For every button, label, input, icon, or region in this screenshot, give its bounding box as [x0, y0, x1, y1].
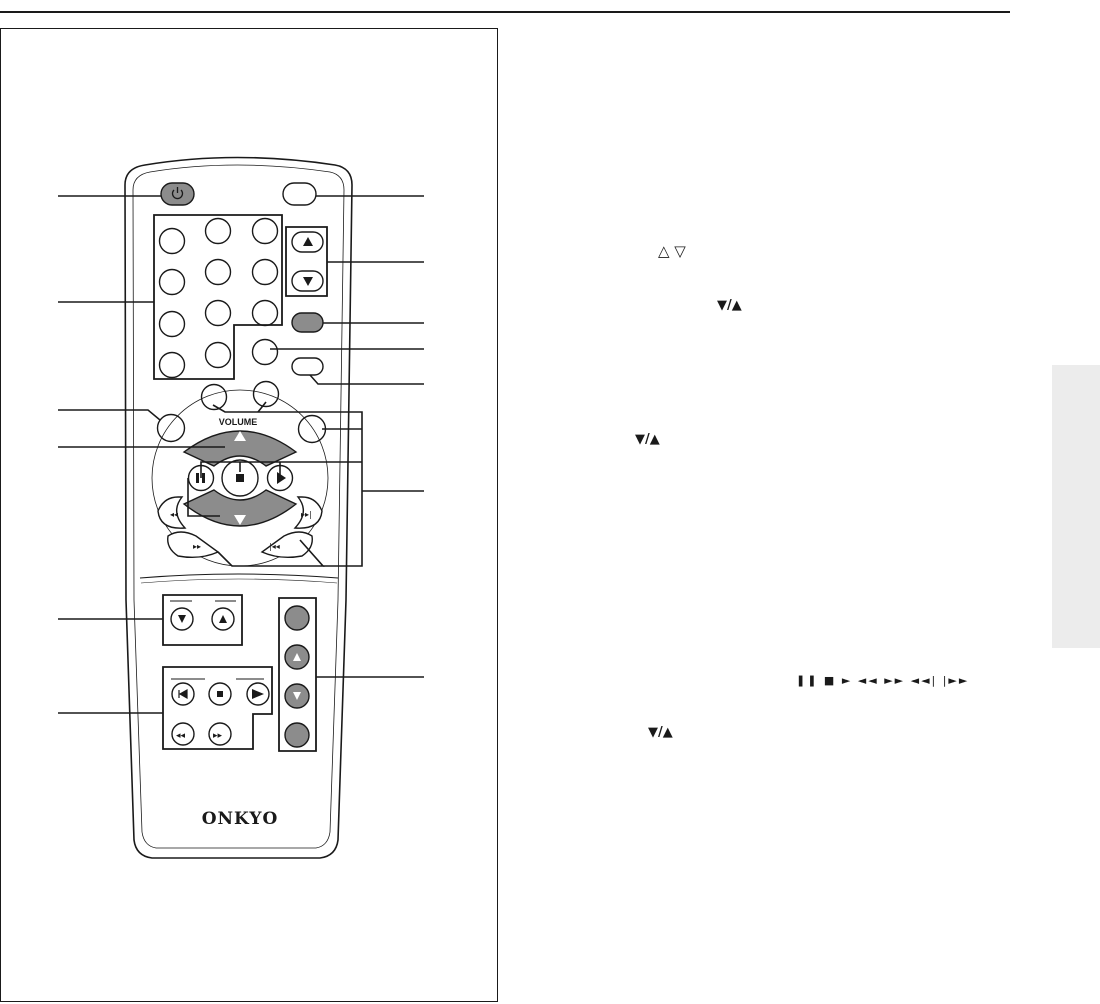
- remote-section-divider: [139, 573, 339, 579]
- right-column-down-button[interactable]: [284, 683, 310, 709]
- left-callouts: [58, 195, 225, 714]
- up-down-bracket: [285, 226, 328, 297]
- brand-logo: ONKYO: [202, 809, 279, 829]
- volume-up-arrow-icon: [234, 431, 246, 441]
- next-track-button[interactable]: ▸▸|: [293, 496, 323, 529]
- top-right-button[interactable]: [282, 182, 317, 206]
- number-pad-button[interactable]: [158, 268, 186, 296]
- up-arrow-icon: [303, 237, 313, 246]
- right-column-button-1[interactable]: [284, 605, 310, 631]
- left-side-button[interactable]: [156, 413, 186, 443]
- number-pad-button[interactable]: [251, 299, 279, 327]
- number-pad-button[interactable]: [204, 217, 232, 245]
- up-arrow-icon: [219, 615, 227, 623]
- fast-forward-icon: ▸▸: [213, 731, 223, 741]
- lower-up-button[interactable]: [211, 607, 235, 631]
- volume-down-arrow-icon: [234, 515, 246, 525]
- number-pad-button[interactable]: [204, 341, 232, 369]
- deck-play-button[interactable]: [246, 682, 270, 706]
- deck-bracket: [162, 666, 273, 750]
- next-track-icon: ▸▸|: [301, 510, 312, 519]
- down-arrow-icon: [303, 277, 313, 286]
- fast-forward-button[interactable]: ▸▸: [167, 531, 220, 559]
- rewind-button[interactable]: ◂◂: [157, 496, 187, 529]
- upper-left-ring-button[interactable]: [200, 383, 228, 411]
- callout-left-side-button: [58, 409, 161, 421]
- power-icon: [171, 187, 184, 200]
- remote-body-inner-outline: [132, 164, 345, 849]
- transport-bracket: [200, 461, 362, 478]
- right-column-button-4[interactable]: [284, 722, 310, 748]
- remote-section-divider-2: [140, 578, 338, 584]
- number-pad-bracket: [153, 214, 283, 380]
- lower-down-button[interactable]: [170, 607, 194, 631]
- previous-track-icon: |◂◂: [269, 542, 280, 551]
- deck-stop-button[interactable]: [208, 682, 232, 706]
- header-rule: [0, 11, 1010, 13]
- number-pad-button[interactable]: [251, 258, 279, 286]
- rewind-icon: ◂◂: [176, 731, 186, 741]
- deck-rewind-button[interactable]: ◂◂: [171, 722, 195, 746]
- up-arrow-icon: [293, 653, 301, 661]
- lower-updown-bracket: [162, 594, 243, 646]
- section-side-tab: [1052, 365, 1100, 648]
- small-pill-button[interactable]: [291, 357, 324, 376]
- number-pad-button[interactable]: [204, 258, 232, 286]
- down-up-arrows-icon: ▼/▲: [635, 432, 660, 447]
- round-button[interactable]: [251, 338, 279, 366]
- volume-down-button[interactable]: [182, 489, 298, 527]
- channel-up-button[interactable]: [291, 231, 324, 253]
- number-pad-button[interactable]: [158, 227, 186, 255]
- rewind-icon: ◂◂: [170, 510, 178, 519]
- deck-reverse-play-button[interactable]: [171, 682, 195, 706]
- reverse-play-icon: [178, 688, 188, 700]
- volume-label: VOLUME: [219, 417, 258, 427]
- number-pad-button[interactable]: [158, 351, 186, 379]
- previous-track-button[interactable]: |◂◂: [260, 531, 313, 559]
- play-icon: [252, 689, 264, 699]
- grey-pill-button[interactable]: [291, 312, 324, 333]
- number-pad: [158, 217, 279, 379]
- deck-fast-forward-button[interactable]: ▸▸: [208, 722, 232, 746]
- down-arrow-icon: [293, 692, 301, 700]
- number-pad-button[interactable]: [204, 299, 232, 327]
- callout-small-pill: [309, 374, 424, 385]
- down-up-arrows-icon: ▼/▲: [717, 298, 742, 313]
- up-down-triangle-icons: △ ▽: [658, 242, 686, 260]
- right-column-bracket: [278, 597, 317, 752]
- transport-symbols-icons: ❚❚ ■ ► ◄◄ ►► ◄◄| |►►: [796, 674, 970, 687]
- volume-up-button[interactable]: [182, 430, 298, 467]
- remote-illustration-panel: [0, 28, 498, 1002]
- power-button[interactable]: [160, 182, 195, 206]
- fast-forward-icon: ▸▸: [193, 542, 201, 551]
- stop-icon: [217, 691, 223, 697]
- ring-buttons-bracket: [212, 404, 363, 567]
- remote-control-diagram: VOLUME ◂◂ ▸▸| ▸▸ |◂◂: [58, 156, 424, 859]
- number-pad-button[interactable]: [251, 217, 279, 245]
- volume-bracket: [187, 478, 220, 517]
- right-column-up-button[interactable]: [284, 644, 310, 670]
- right-callouts: [270, 195, 424, 678]
- pause-icon: [196, 473, 205, 483]
- channel-down-button[interactable]: [291, 270, 324, 292]
- right-side-button[interactable]: [297, 414, 327, 444]
- ring-buttons-connector: [257, 401, 267, 413]
- ff-connector: [217, 539, 325, 567]
- stop-icon: [236, 474, 244, 482]
- number-pad-button[interactable]: [158, 310, 186, 338]
- stop-button[interactable]: [221, 459, 259, 497]
- down-up-arrows-icon: ▼/▲: [648, 725, 673, 740]
- down-arrow-icon: [178, 615, 186, 623]
